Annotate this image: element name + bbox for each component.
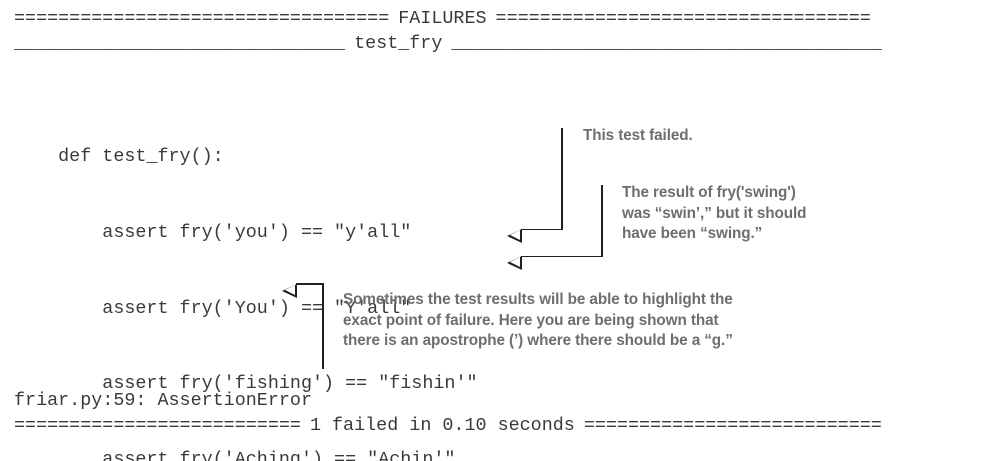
footer-summary-text: 1 failed in 0.10 seconds xyxy=(309,415,575,436)
code-text: assert fry('you') == "y'all" xyxy=(14,222,412,243)
code-text: assert fry('fishing') == "fishin'" xyxy=(14,373,478,395)
test-name-header-row: ______________________________ test_fry __… xyxy=(14,31,882,56)
code-line: assert fry('you') == "y'all" xyxy=(14,220,997,245)
leader-line-highlight-vertical xyxy=(322,283,324,369)
code-line: assert fry('fishing') == "fishin'" xyxy=(14,371,997,396)
code-text: def test_fry(): xyxy=(14,146,224,168)
header-separator-left: ================================== xyxy=(14,8,390,29)
callout-highlight-failure-point: Sometimes the test results will be able … xyxy=(343,291,733,350)
code-text: assert fry('Aching') == "Achin'" xyxy=(14,448,456,461)
header-separator-right: ================================== xyxy=(495,8,871,29)
leader-line-fry-result-horizontal xyxy=(521,255,602,258)
error-location-text: friar.py:59: AssertionError xyxy=(14,390,312,411)
error-location-line: friar.py:59: AssertionError xyxy=(14,388,312,413)
code-line: def test_fry(): xyxy=(14,144,997,169)
footer-separator-right: =========================== xyxy=(583,415,882,436)
leader-line-test-failed-horizontal xyxy=(521,228,562,231)
subheader-rule-left: ______________________________ xyxy=(14,33,346,54)
arrow-head-fry-result xyxy=(507,255,522,270)
arrow-head-highlight xyxy=(282,283,297,298)
leader-line-highlight-horizontal xyxy=(296,283,323,285)
arrow-head-test-failed xyxy=(507,228,522,243)
traceback-code-block: def test_fry(): assert fry('you') == "y'… xyxy=(14,94,997,461)
callout-test-failed: This test failed. xyxy=(583,127,693,144)
subheader-rule-right: _______________________________________ xyxy=(451,33,882,54)
summary-footer-row: ========================== 1 failed in 0.… xyxy=(14,413,882,438)
code-line: assert fry('You') == "Y'all" xyxy=(14,296,997,321)
failures-header-row: ================================== FAILUR… xyxy=(14,6,871,31)
footer-separator-left: ========================== xyxy=(14,415,301,436)
leader-line-fry-result-vertical xyxy=(601,185,603,257)
callout-fry-swing-result: The result of fry('swing') was “swin’,” … xyxy=(622,184,807,243)
subheader-title: test_fry xyxy=(354,33,443,54)
header-title: FAILURES xyxy=(398,8,487,29)
code-line: assert fry('Aching') == "Achin'" xyxy=(14,447,997,461)
code-text: assert fry('You') == "Y'all" xyxy=(14,297,412,319)
leader-line-test-failed-vertical xyxy=(561,128,563,230)
